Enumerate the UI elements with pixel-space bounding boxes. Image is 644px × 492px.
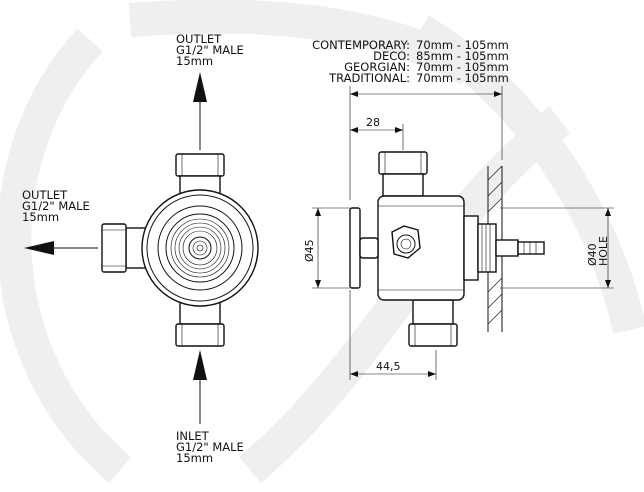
style-range-contemporary: 70mm - 105mm: [416, 38, 509, 52]
dim-44-5: 44,5: [349, 290, 437, 380]
inlet-line-3: 15mm: [176, 451, 213, 465]
style-range-list: CONTEMPORARY: 70mm - 105mm DECO: 85mm - …: [312, 38, 509, 85]
outlet-left-line-2: G1/2" MALE: [22, 199, 90, 213]
outlet-left-line-1: OUTLET: [22, 188, 68, 202]
outlet-top-label: OUTLET G1/2" MALE 15mm: [176, 32, 247, 68]
dim-40-label-1: Ø40: [586, 243, 599, 266]
dim-diameter-45: Ø45: [303, 207, 350, 289]
style-range-traditional: 70mm - 105mm: [416, 71, 509, 85]
outlet-top-line-1: OUTLET: [176, 32, 222, 46]
dim-hole-40: Ø40 HOLE: [500, 207, 614, 289]
outlet-top-arrow: [193, 72, 207, 150]
style-range-georgian: 70mm - 105mm: [416, 60, 509, 74]
dim-28-label: 28: [366, 116, 380, 129]
inlet-line-2: G1/2" MALE: [176, 440, 244, 454]
front-view-valve: [101, 153, 259, 347]
dim-45-label: Ø45: [303, 239, 316, 262]
outlet-left-arrow: [24, 241, 98, 255]
outlet-left-line-3: 15mm: [22, 210, 59, 224]
inlet-bottom-arrow: [193, 350, 207, 424]
side-view-valve: [349, 151, 545, 347]
outlet-top-line-3: 15mm: [176, 54, 213, 68]
outlet-left-label: OUTLET G1/2" MALE 15mm: [22, 188, 93, 224]
dim-44-5-label: 44,5: [376, 360, 401, 373]
dim-28: 28: [350, 116, 404, 150]
depth-dimension: [349, 86, 503, 200]
inlet-line-1: INLET: [176, 429, 210, 443]
style-name-traditional: TRADITIONAL:: [328, 71, 410, 85]
inlet-bottom-label: INLET G1/2" MALE 15mm: [176, 429, 247, 465]
dim-40-label-2: HOLE: [597, 236, 610, 266]
style-range-deco: 85mm - 105mm: [416, 49, 509, 63]
style-name-contemporary: CONTEMPORARY:: [312, 38, 410, 52]
outlet-top-line-2: G1/2" MALE: [176, 43, 244, 57]
style-name-deco: DECO:: [373, 49, 410, 63]
style-name-georgian: GEORGIAN:: [344, 60, 410, 74]
